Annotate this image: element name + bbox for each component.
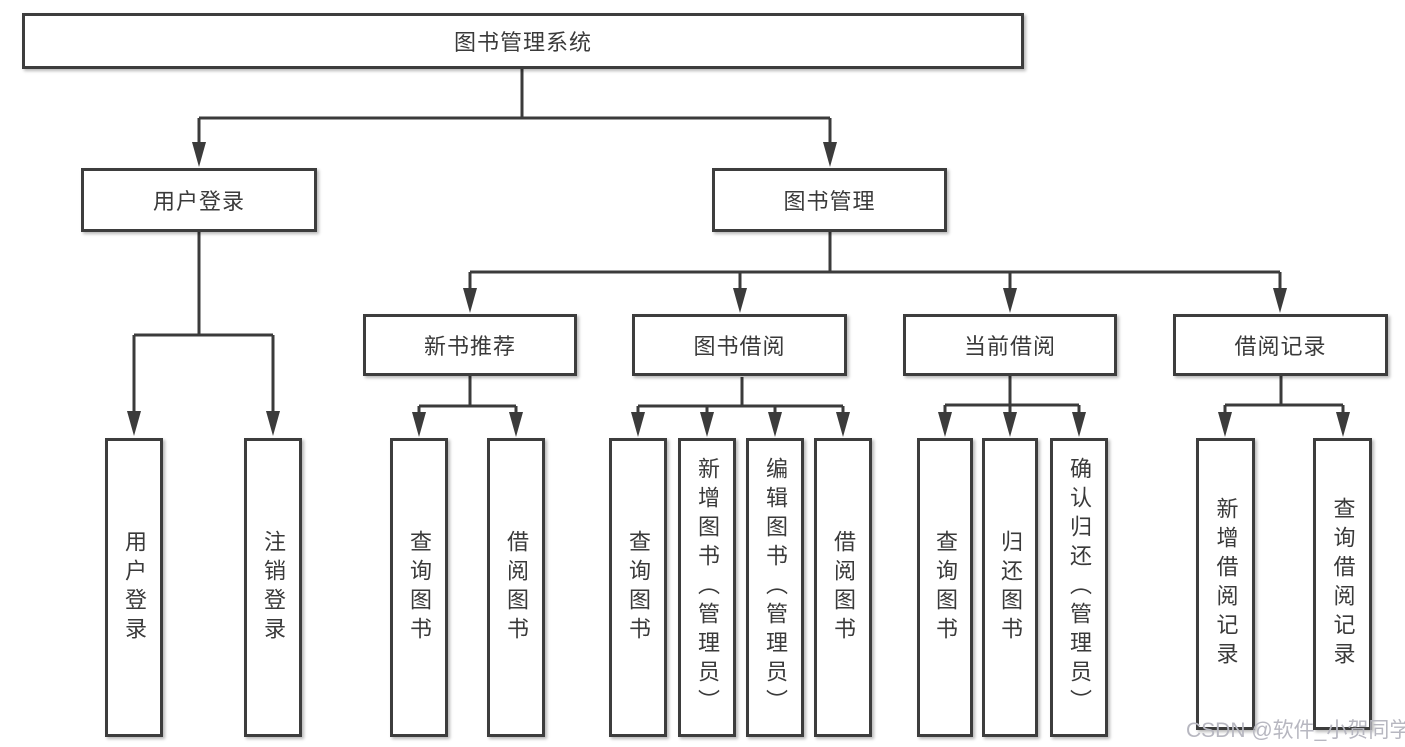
node-label: 图书管理: [783, 189, 876, 214]
node-label: 当前借阅: [963, 334, 1056, 359]
node-label: 确认归还（管理员）: [1067, 457, 1092, 718]
node-label: 归还图书: [998, 529, 1023, 646]
connector-borrow-records-to-leaves: [1218, 376, 1350, 437]
connector-user-login-to-leaves: [127, 232, 280, 436]
arrowhead: [700, 412, 714, 437]
arrowhead: [1003, 288, 1017, 313]
arrowhead: [463, 288, 477, 313]
node-label: 新增图书（管理员）: [695, 457, 720, 718]
node-label: 借阅图书: [831, 529, 856, 646]
connector-current-borrow-to-leaves: [938, 376, 1086, 437]
arrowhead: [631, 412, 645, 437]
node-label: 借阅记录: [1234, 334, 1327, 359]
leaf-query-borrow-record: 查询借阅记录: [1313, 438, 1372, 730]
node-label: 注销登录: [261, 529, 286, 646]
node-user-login: 用户登录: [81, 168, 317, 232]
leaf-query-books-current: 查询图书: [917, 438, 973, 737]
node-borrow-records: 借阅记录: [1173, 314, 1388, 376]
node-label: 借阅图书: [504, 529, 529, 646]
node-label: 新书推荐: [423, 334, 516, 359]
connector-book-borrow-to-leaves: [631, 377, 850, 437]
arrowhead: [1072, 412, 1086, 437]
leaf-query-books-recommend: 查询图书: [390, 438, 448, 737]
connector-book-mgmt-to-level3: [463, 232, 1287, 313]
arrowhead: [938, 412, 952, 437]
node-book-management: 图书管理: [712, 168, 947, 232]
arrowhead: [1003, 412, 1017, 437]
leaf-add-books-admin: 新增图书（管理员）: [678, 438, 736, 737]
leaf-user-login: 用户登录: [105, 438, 163, 737]
leaf-logout: 注销登录: [244, 438, 302, 737]
csdn-watermark: CSDN @软件_小贺同学: [1186, 719, 1405, 742]
node-current-borrow: 当前借阅: [903, 314, 1117, 376]
arrowhead: [733, 288, 747, 313]
node-book-borrow: 图书借阅: [632, 314, 847, 376]
node-new-book-recommend: 新书推荐: [363, 314, 577, 376]
node-label: 用户登录: [152, 189, 245, 214]
leaf-borrow-books: 借阅图书: [814, 438, 872, 737]
leaf-return-books: 归还图书: [982, 438, 1038, 737]
node-label: 查询图书: [933, 529, 958, 646]
arrowhead: [127, 411, 141, 436]
arrowhead: [1218, 412, 1232, 437]
leaf-borrow-books-recommend: 借阅图书: [487, 438, 545, 737]
node-label: 图书管理系统: [453, 30, 592, 55]
node-label: 图书借阅: [693, 334, 786, 359]
arrowhead: [266, 411, 280, 436]
leaf-add-borrow-record: 新增借阅记录: [1196, 438, 1255, 730]
arrowhead: [412, 412, 426, 437]
leaf-confirm-return-admin: 确认归还（管理员）: [1050, 438, 1108, 737]
arrowhead: [1273, 288, 1287, 313]
arrowhead: [1336, 412, 1350, 437]
arrowhead: [836, 412, 850, 437]
connector-new-books-to-leaves: [412, 376, 523, 437]
node-label: 新增借阅记录: [1213, 497, 1239, 671]
leaf-edit-books-admin: 编辑图书（管理员）: [746, 438, 804, 737]
node-root-system: 图书管理系统: [22, 13, 1024, 69]
node-label: 查询借阅记录: [1330, 497, 1356, 671]
node-label: 用户登录: [122, 529, 147, 646]
connector-root-to-level2: [192, 69, 837, 167]
node-label: 编辑图书（管理员）: [763, 457, 788, 718]
arrowhead: [823, 142, 837, 167]
node-label: 查询图书: [626, 529, 651, 646]
arrowhead: [768, 412, 782, 437]
leaf-query-books-borrow: 查询图书: [609, 438, 667, 737]
node-label: 查询图书: [407, 529, 432, 646]
arrowhead: [192, 142, 206, 167]
arrowhead: [509, 412, 523, 437]
